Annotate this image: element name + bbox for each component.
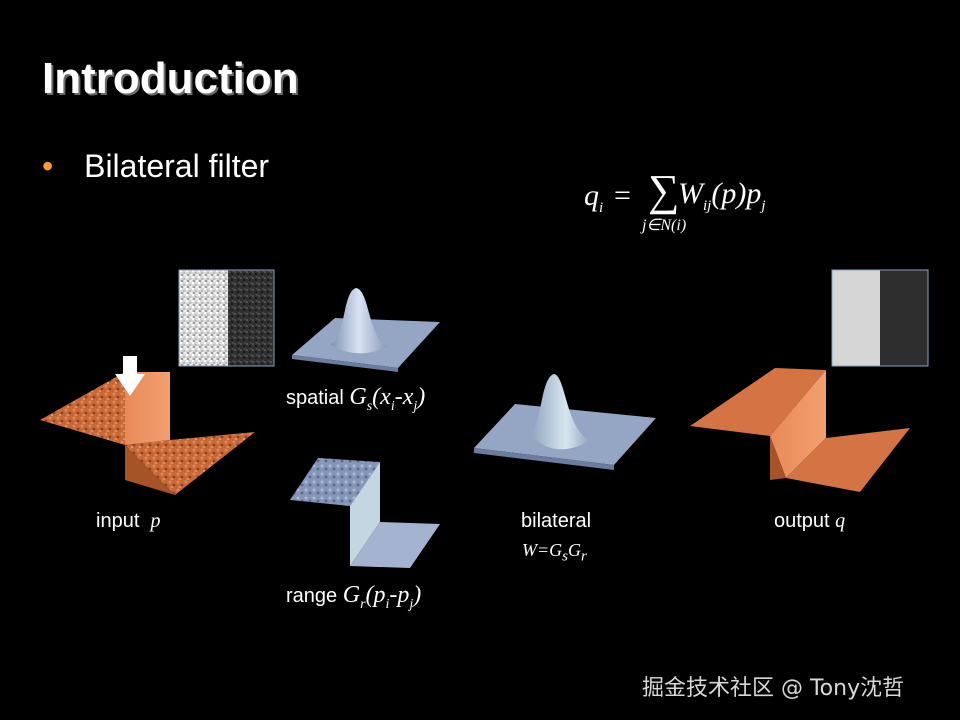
sum-index: j∈N(i) [642,217,687,234]
input-noise-image [178,269,275,367]
bilateral-label: bilateral [521,510,592,532]
input-label: input p [96,510,161,532]
bullet-item: • Bilateral filter [42,148,269,185]
bullet-dot-icon: • [42,148,54,184]
bilateral-kernel-surface [474,374,656,470]
bilateral-formula-label: W=GsGr [522,540,587,565]
output-clean-image [831,269,929,367]
slide-title: Introduction [42,54,299,103]
bilateral-formula: qi = ∑ j∈N(i) Wij(p)pj [578,165,818,245]
range-step-surface [290,458,440,568]
input-surface [40,372,255,495]
formula-equals: = [614,179,631,212]
bullet-text: Bilateral filter [84,148,270,184]
formula-lhs: qi [584,179,604,216]
spatial-gaussian-surface [292,288,440,372]
output-label: output q [774,510,846,532]
sum-symbol: ∑ [648,166,680,215]
down-arrow-icon [115,356,145,396]
spatial-label: spatial Gs(xi-xj) [286,384,426,414]
range-label: range Gr(pi-pj) [286,582,422,612]
output-surface [690,368,910,492]
formula-rhs: Wij(p)pj [678,177,766,214]
watermark: 掘金技术社区 @ Tony沈哲 [642,676,905,701]
